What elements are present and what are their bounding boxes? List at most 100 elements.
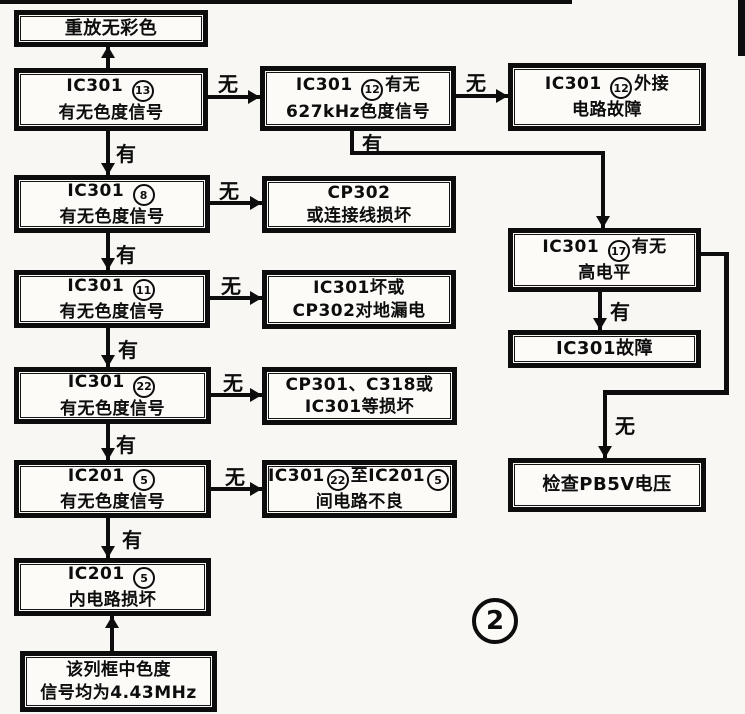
arrowhead-down (101, 163, 115, 175)
arrowhead-up (101, 46, 115, 58)
box-text-line: IC301等损坏 (304, 397, 415, 417)
box-text-line: 627kHz色度信号 (286, 101, 430, 122)
arrowhead-down (101, 355, 115, 367)
arrowhead-down (101, 546, 115, 558)
circled-pin-number: 8 (132, 184, 155, 207)
arrowhead-right (496, 89, 508, 103)
arrowhead-down (593, 318, 607, 330)
box-text-line: CP301、C318或 (285, 374, 434, 395)
box-text-line: 内电路损坏 (68, 590, 157, 611)
label-yes: 有 (362, 132, 383, 156)
label-no: 无 (221, 274, 242, 298)
arrowhead-down (101, 448, 115, 460)
connector-a5-to-a6 (106, 424, 110, 460)
box-text-line: 有无色度信号 (59, 302, 165, 323)
box-text-line: IC201 5 (68, 563, 157, 590)
box-text-line: IC301 13 (66, 75, 155, 102)
box-symptom-playback-no-color: 重放无彩色 (14, 10, 208, 47)
box-text-line: IC301 8 (67, 180, 156, 207)
connector-c3-to-c4 (598, 292, 602, 330)
arrowhead-up (105, 616, 119, 628)
box-text-line: IC201 5 (68, 465, 157, 492)
connector-a3-to-b3 (210, 201, 262, 205)
circled-pin-number: 5 (133, 567, 156, 590)
circled-pin-number: 11 (132, 279, 155, 302)
connector-a3-to-a4 (106, 233, 110, 270)
label-yes: 有 (118, 338, 139, 362)
box-text-line: IC301 11 (67, 275, 156, 302)
label-no: 无 (218, 72, 239, 96)
circled-pin-number: 5 (427, 469, 450, 492)
label-yes: 有 (122, 528, 143, 552)
label-yes: 有 (610, 300, 631, 324)
box-text-line: 该列框中色度 (66, 660, 171, 681)
label-no: 无 (223, 371, 244, 395)
box-note-chroma-4-43mhz: 该列框中色度信号均为4.43MHz (20, 651, 217, 712)
arrowhead-down (596, 216, 610, 228)
box-text-line: 有无色度信号 (60, 398, 165, 419)
box-text-line: 电路故障 (572, 100, 642, 121)
circled-pin-number: 5 (133, 469, 156, 492)
connector-b2-to-c3-horizontal (350, 151, 605, 155)
arrowhead-down (101, 258, 115, 270)
box-text-line: 检查PB5V电压 (542, 474, 672, 496)
label-no: 无 (225, 465, 246, 489)
connector-c3-to-c5-right-stub (701, 252, 729, 256)
box-text-line: 或连接线损坏 (306, 205, 412, 226)
box-text-line: IC301坏或 (313, 278, 405, 299)
box-text-line: 有无色度信号 (60, 492, 165, 513)
box-result-ic301-fault: IC301故障 (508, 330, 701, 368)
connector-a5-to-b5 (211, 393, 262, 397)
box-text-line: 重放无彩色 (64, 17, 158, 39)
connector-c3-to-c5-right-vertical (724, 252, 729, 395)
box-text-line: IC301故障 (556, 338, 653, 360)
connector-b2-to-c3-stub (350, 131, 354, 155)
label-no: 无 (219, 179, 240, 203)
label-yes: 有 (116, 433, 137, 457)
scan-top-edge-line (0, 0, 572, 4)
box-text-line: 有无色度信号 (59, 207, 165, 228)
connector-a4-to-b4 (210, 296, 262, 300)
box-text-line: 有无色度信号 (58, 102, 164, 123)
box-action-check-pb5v-voltage: 检查PB5V电压 (508, 458, 706, 512)
arrowhead-right (250, 482, 262, 496)
circled-pin-number: 22 (326, 469, 349, 492)
label-yes: 有 (116, 243, 137, 267)
circled-pin-number: 22 (133, 375, 156, 398)
connector-a6-to-b6 (211, 487, 262, 491)
box-text-line: CP302对地漏电 (292, 300, 426, 321)
connector-a2-to-a3 (106, 131, 110, 175)
arrowhead-down (598, 446, 612, 458)
box-text-line: 信号均为4.43MHz (40, 682, 197, 703)
scan-right-edge-line (738, 0, 745, 56)
connector-a8-to-a7 (110, 616, 114, 651)
figure-number-badge: 2 (472, 598, 518, 644)
arrowhead-right (248, 90, 260, 104)
connector-a6-to-a7 (106, 518, 110, 558)
box-text-line: 间电路不良 (315, 492, 404, 513)
circled-pin-number: 12 (610, 77, 633, 100)
label-no: 无 (466, 71, 487, 95)
connector-b2-to-c3-vertical (601, 151, 605, 228)
connector-a4-to-a5 (106, 328, 110, 367)
connector-b2-to-c2 (456, 94, 508, 98)
connector-c3-to-c5-vertical (603, 390, 607, 458)
box-text-line: CP302 (327, 183, 391, 204)
